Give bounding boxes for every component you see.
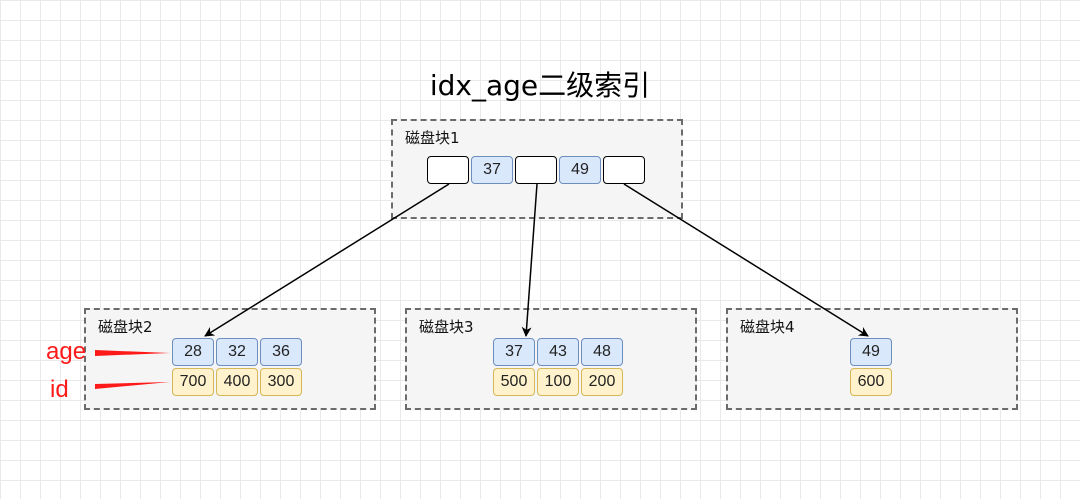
pointer-arrow-to-block-2 bbox=[204, 183, 450, 337]
id-cell: 500 bbox=[493, 368, 535, 396]
block-label: 磁盘块3 bbox=[419, 318, 474, 336]
age-cell: 37 bbox=[493, 338, 535, 366]
age-cell: 49 bbox=[850, 338, 892, 366]
root-key-cell: 37 bbox=[471, 156, 513, 184]
pointer-arrow-to-block-3 bbox=[521, 183, 538, 337]
id-cell: 200 bbox=[581, 368, 623, 396]
age-cell: 48 bbox=[581, 338, 623, 366]
age-cell: 32 bbox=[216, 338, 258, 366]
pointer-cell bbox=[515, 156, 557, 184]
id-cell: 100 bbox=[537, 368, 579, 396]
id-annotation-arrow bbox=[95, 382, 170, 389]
pointer-arrow-to-block-4 bbox=[623, 183, 869, 337]
id-cell: 300 bbox=[260, 368, 302, 396]
age-annotation-label: age bbox=[46, 338, 87, 365]
age-annotation-arrow bbox=[95, 350, 170, 356]
id-annotation-label: id bbox=[50, 376, 69, 403]
age-cell: 36 bbox=[260, 338, 302, 366]
id-cell: 400 bbox=[216, 368, 258, 396]
root-key-cell: 49 bbox=[559, 156, 601, 184]
pointer-cell bbox=[603, 156, 645, 184]
id-cell: 600 bbox=[850, 368, 892, 396]
block-label: 磁盘块2 bbox=[98, 318, 153, 336]
diagram-title: idx_age二级索引 bbox=[429, 69, 651, 102]
block-label: 磁盘块1 bbox=[405, 129, 460, 147]
age-cell: 43 bbox=[537, 338, 579, 366]
id-cell: 700 bbox=[172, 368, 214, 396]
pointer-cell bbox=[427, 156, 469, 184]
block-label: 磁盘块4 bbox=[740, 318, 795, 336]
age-cell: 28 bbox=[172, 338, 214, 366]
